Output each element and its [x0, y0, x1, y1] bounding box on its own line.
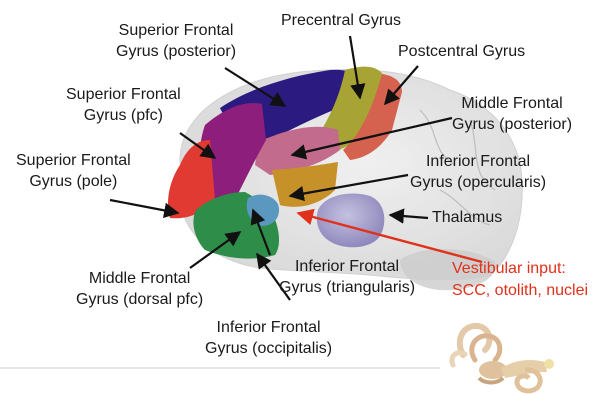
label-line: Precentral Gyrus [281, 10, 401, 31]
label-line: Gyrus (occipitalis) [205, 338, 332, 359]
label-line: Gyrus (opercularis) [410, 172, 546, 193]
label-mfg-posterior: Middle Frontal Gyrus (posterior) [452, 93, 572, 135]
label-line: Superior Frontal [66, 84, 181, 105]
label-line: Superior Frontal [116, 20, 236, 41]
label-line: Gyrus (posterior) [452, 114, 572, 135]
label-line: Gyrus (pole) [16, 171, 131, 192]
label-thalamus: Thalamus [432, 207, 502, 228]
label-line: Postcentral Gyrus [398, 41, 525, 62]
label-line: Inferior Frontal [279, 256, 415, 277]
label-line: Thalamus [432, 207, 502, 228]
label-line: Inferior Frontal [410, 151, 546, 172]
label-line: Gyrus (triangularis) [279, 277, 415, 298]
label-postcentral: Postcentral Gyrus [398, 41, 525, 62]
label-precentral: Precentral Gyrus [281, 10, 401, 31]
label-ifg-triangularis: Inferior Frontal Gyrus (triangularis) [279, 256, 415, 298]
label-line: Inferior Frontal [205, 317, 332, 338]
label-line: Gyrus (dorsal pfc) [76, 289, 203, 310]
inner-ear-illustration [452, 326, 554, 391]
label-line: Middle Frontal [76, 268, 203, 289]
label-line: Middle Frontal [452, 93, 572, 114]
label-line: Vestibular input: [452, 258, 588, 280]
label-sfg-pole: Superior Frontal Gyrus (pole) [16, 150, 131, 192]
label-mfg-dorsal: Middle Frontal Gyrus (dorsal pfc) [76, 268, 203, 310]
label-line: SCC, otolith, nuclei [452, 280, 588, 302]
label-sfg-posterior: Superior Frontal Gyrus (posterior) [116, 20, 236, 62]
label-line: Gyrus (posterior) [116, 41, 236, 62]
label-vestibular: Vestibular input: SCC, otolith, nuclei [452, 258, 588, 302]
label-sfg-pfc: Superior Frontal Gyrus (pfc) [66, 84, 181, 126]
label-ifg-opercularis: Inferior Frontal Gyrus (opercularis) [410, 151, 546, 193]
label-line: Gyrus (pfc) [66, 105, 181, 126]
label-line: Superior Frontal [16, 150, 131, 171]
label-ifg-occipitalis: Inferior Frontal Gyrus (occipitalis) [205, 317, 332, 359]
arrow-sfg-pole [110, 200, 178, 213]
